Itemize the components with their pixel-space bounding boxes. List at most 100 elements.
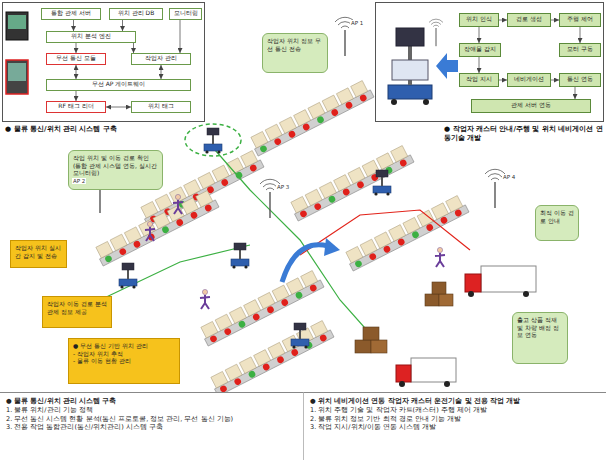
node-text: 위치 분석 엔진 bbox=[50, 33, 132, 40]
antenna-label: AP 4 bbox=[502, 174, 516, 180]
node-text: 관제 서버 연동 bbox=[475, 102, 587, 109]
connector bbox=[575, 87, 576, 99]
cart-robot bbox=[204, 128, 222, 154]
truck-trailer bbox=[481, 266, 536, 292]
shelf-row bbox=[289, 144, 414, 221]
note-box: ● 무선 통신 기반 위치 관리- 작업자 위치 추적- 물류 이동 현황 관리 bbox=[68, 338, 180, 384]
flow-arrow bbox=[436, 53, 458, 79]
cargo-box bbox=[425, 294, 439, 306]
antenna-label: AP 1 bbox=[350, 20, 364, 26]
node-text: ● 위치 네비게이션 연동 작업자 캐스터 운전기술 및 전용 작업 개발 bbox=[310, 397, 600, 406]
connector bbox=[122, 20, 123, 31]
wheel bbox=[391, 99, 397, 105]
process-box: 경로 생성 bbox=[507, 13, 551, 27]
node-text: 네비게이션 bbox=[511, 76, 547, 83]
node-text: 작업 위치 및 이동 경로 확인 (통합 관제 시스템 연동, 실시간 모니터링… bbox=[73, 154, 158, 177]
block-box: 통합 관제 서버 bbox=[41, 8, 101, 20]
cargo-box bbox=[439, 294, 453, 306]
curved-arrow bbox=[282, 245, 328, 282]
connector bbox=[180, 20, 181, 53]
connector bbox=[499, 20, 507, 21]
note-box: 작업자 이동 경로 분석 관제 정보 제공 bbox=[42, 296, 112, 328]
cargo-box bbox=[355, 340, 371, 353]
summary-panel: ● 물류 통신/위치 관리 시스템 구축1. 물류 위치/관리 기능 정책2. … bbox=[0, 392, 303, 460]
node-text: 작업자 이동 경로 분석 관제 정보 제공 bbox=[47, 300, 107, 315]
connector bbox=[161, 65, 162, 79]
block-box: RF 태그 리더 bbox=[46, 101, 106, 113]
route-line bbox=[215, 150, 380, 345]
shelf-row bbox=[209, 319, 334, 396]
worker-figure bbox=[200, 289, 210, 309]
block-box: 무선 AP 게이트웨이 bbox=[46, 79, 191, 91]
node-text: - 물류 이동 현황 관리 bbox=[73, 357, 175, 365]
block-box: 작업자 관리 bbox=[131, 53, 191, 65]
cargo-box bbox=[371, 340, 387, 353]
worker-figure bbox=[435, 247, 445, 267]
robot-highlight bbox=[185, 124, 241, 156]
truck-cab bbox=[396, 365, 411, 382]
shelf-row bbox=[249, 79, 374, 156]
process-box: 모터 구동 bbox=[559, 43, 601, 57]
node-text: 무선 AP 게이트웨이 bbox=[50, 81, 187, 88]
truck-trailer bbox=[411, 358, 456, 382]
callout-box: 최적 이동 경로 안내 bbox=[535, 205, 579, 241]
cart-robot bbox=[231, 243, 249, 269]
process-box: 통신 연동 bbox=[559, 73, 601, 87]
node-text: 작업자 위치 실시간 감지 및 전송 bbox=[15, 244, 62, 259]
antenna-label: AP 2 bbox=[72, 178, 86, 184]
process-box: 네비게이션 bbox=[507, 73, 551, 87]
connector bbox=[76, 65, 77, 79]
panel-heading: ● 물류 통신/위치 관리 시스템 구축 bbox=[5, 125, 205, 134]
node-text: 장애물 감지 bbox=[463, 46, 497, 53]
node-text: RF 태그 리더 bbox=[50, 103, 102, 110]
node-text: ● 물류 통신/위치 관리 시스템 구축 bbox=[6, 397, 297, 406]
connector bbox=[479, 57, 480, 73]
cargo-box bbox=[432, 282, 446, 294]
route-line bbox=[300, 210, 470, 255]
node-text: 무선 통신 모듈 bbox=[50, 55, 102, 62]
node-text: 작업자 관리 bbox=[135, 55, 187, 62]
cart-robot bbox=[373, 170, 391, 196]
connector bbox=[73, 20, 74, 31]
truck-cab bbox=[465, 274, 481, 292]
node-text: 위치 태그 bbox=[135, 103, 187, 110]
node-text: 1. 물류 위치/관리 기능 정책 bbox=[6, 406, 297, 415]
server-device bbox=[6, 12, 28, 40]
device-screen bbox=[8, 15, 26, 29]
device-screen bbox=[8, 63, 26, 81]
antenna-label: AP 3 bbox=[276, 184, 290, 190]
connector bbox=[76, 91, 77, 101]
node-text: 3. 전용 작업 통합관리(통신/위치관리) 시스템 구축 bbox=[6, 423, 297, 432]
shelf-row bbox=[94, 189, 219, 266]
node-text: 통신 연동 bbox=[563, 76, 597, 83]
node-text: 위치 관리 DB bbox=[113, 10, 159, 17]
arrow-head bbox=[324, 238, 340, 256]
connector bbox=[551, 20, 559, 21]
cart-robot bbox=[119, 263, 137, 289]
block-box: 위치 분석 엔진 bbox=[46, 31, 136, 43]
connector bbox=[133, 43, 134, 53]
antenna bbox=[429, 19, 443, 46]
route-line bbox=[100, 245, 250, 300]
process-box: 작업 지시 bbox=[459, 73, 499, 87]
node-text: ● 무선 통신 기반 위치 관리 bbox=[73, 342, 175, 350]
block-box: 위치 관리 DB bbox=[109, 8, 163, 20]
wheel bbox=[468, 291, 474, 297]
block-box: 위치 태그 bbox=[131, 101, 191, 113]
node-text: 2. 물류 위치 정보 기반 최적 경로 안내 기능 개발 bbox=[310, 415, 600, 424]
node-text: 모터 구동 bbox=[563, 46, 597, 53]
robot-monitor bbox=[396, 28, 424, 46]
process-box: 관제 서버 연동 bbox=[471, 99, 591, 113]
system-panel: ● 작업자 캐스터 안내/주행 및 위치 네비게이션 연동기술 개발위치 인식경… bbox=[375, 2, 604, 122]
connector bbox=[580, 27, 581, 43]
callout-box: 출고 상품 적재 및 차량 배정 정보 연동 bbox=[512, 312, 568, 364]
connector bbox=[76, 43, 77, 53]
node-text: 모니터링 bbox=[173, 10, 198, 17]
wheel bbox=[523, 291, 529, 297]
cart-robot bbox=[291, 323, 309, 349]
node-text: 작업 지시 bbox=[463, 76, 495, 83]
connector bbox=[499, 80, 507, 81]
block-box: 모니터링 bbox=[169, 8, 202, 20]
panel-heading: ● 작업자 캐스터 안내/주행 및 위치 네비게이션 연동기술 개발 bbox=[444, 125, 604, 143]
